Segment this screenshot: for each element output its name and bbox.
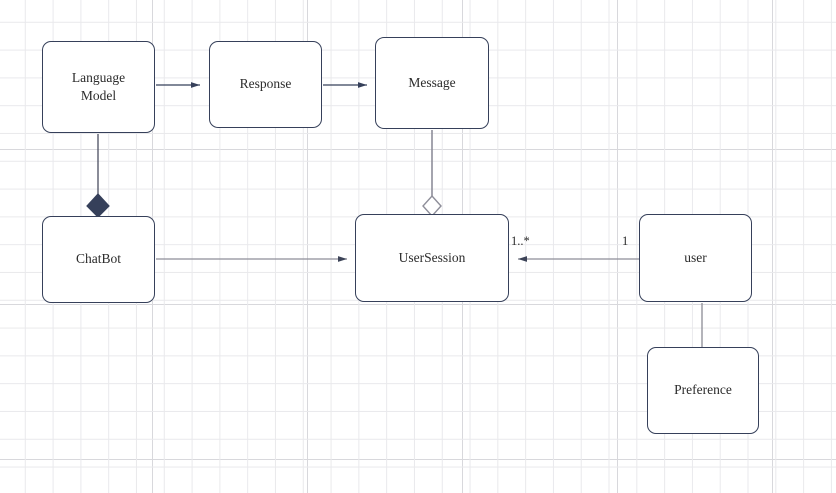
node-label-preference: Preference <box>674 382 732 398</box>
multiplicity-user: 1 <box>622 234 629 248</box>
hollow-diamond-marker <box>422 194 442 218</box>
node-label-language-model: Language Model <box>71 69 126 103</box>
multiplicity-usersession: 1..* <box>511 234 530 248</box>
node-chatbot[interactable]: ChatBot <box>42 216 155 303</box>
node-label-usersession: UserSession <box>398 249 466 265</box>
node-label-message: Message <box>408 74 456 90</box>
node-user[interactable]: user <box>639 214 752 302</box>
node-message[interactable]: Message <box>375 37 489 129</box>
node-label-chatbot: ChatBot <box>75 251 121 267</box>
filled-diamond-marker <box>86 193 110 218</box>
node-label-response: Response <box>239 76 292 92</box>
edge-message-to-usersession <box>422 130 442 218</box>
node-usersession[interactable]: UserSession <box>355 214 509 302</box>
node-preference[interactable]: Preference <box>647 347 759 434</box>
node-response[interactable]: Response <box>209 41 322 128</box>
node-label-user: user <box>684 249 707 265</box>
edge-languagemodel-to-chatbot <box>86 134 110 218</box>
node-language-model[interactable]: Language Model <box>42 41 155 133</box>
